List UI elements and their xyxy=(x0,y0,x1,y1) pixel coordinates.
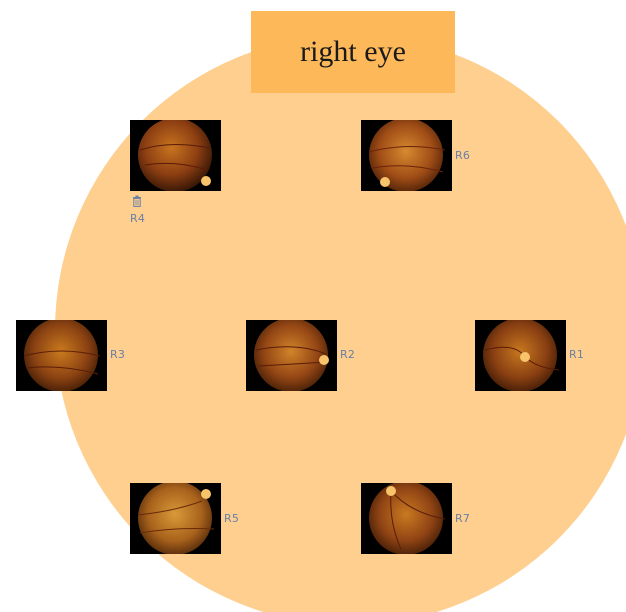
fundus-image-r6[interactable] xyxy=(361,120,452,191)
label-r3: R3 xyxy=(110,348,125,361)
fundus-image-r3[interactable] xyxy=(16,320,107,391)
label-r6: R6 xyxy=(455,149,470,162)
label-r5: R5 xyxy=(224,512,239,525)
fundus-photo xyxy=(130,483,221,554)
trash-icon[interactable] xyxy=(132,195,142,207)
fundus-image-r4[interactable] xyxy=(130,120,221,191)
label-r2: R2 xyxy=(340,348,355,361)
fundus-photo xyxy=(16,320,107,391)
fundus-photo xyxy=(246,320,337,391)
label-r7: R7 xyxy=(455,512,470,525)
label-r4: R4 xyxy=(130,212,145,225)
fundus-image-r2[interactable] xyxy=(246,320,337,391)
fundus-photo xyxy=(361,483,452,554)
page-title: right eye xyxy=(300,35,406,69)
fundus-photo xyxy=(361,120,452,191)
label-r1: R1 xyxy=(569,348,584,361)
fundus-image-r1[interactable] xyxy=(475,320,566,391)
fundus-photo xyxy=(130,120,221,191)
fundus-image-r5[interactable] xyxy=(130,483,221,554)
fundus-image-r7[interactable] xyxy=(361,483,452,554)
fundus-photo xyxy=(475,320,566,391)
title-box: right eye xyxy=(251,11,455,93)
